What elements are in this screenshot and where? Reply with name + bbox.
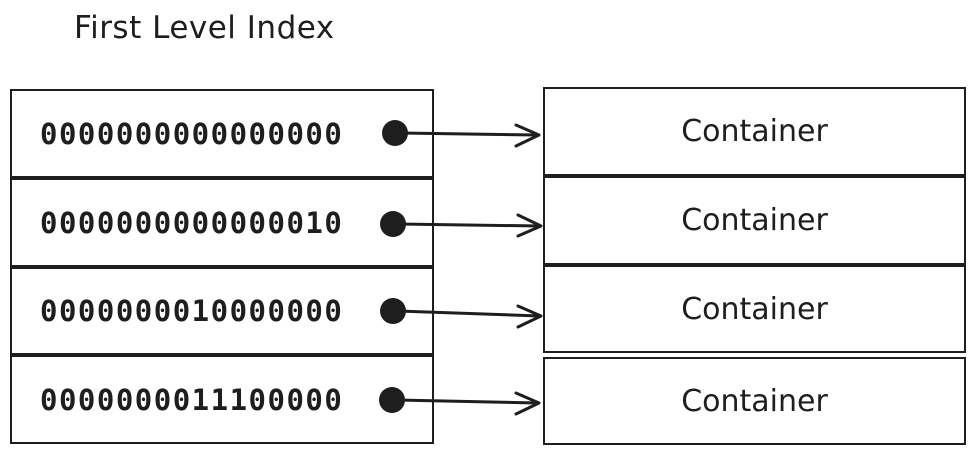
index-key: 0000000010000000 bbox=[40, 294, 344, 328]
index-entry-1: 0000000000000010 bbox=[10, 178, 434, 267]
index-entry-3: 0000000011100000 bbox=[10, 355, 434, 444]
index-key: 0000000011100000 bbox=[40, 382, 344, 417]
arrowhead-icon bbox=[514, 391, 541, 416]
container-box-1: Container bbox=[543, 176, 966, 265]
diagram-title: First Level Index bbox=[74, 10, 335, 46]
arrowhead-icon bbox=[516, 213, 543, 238]
index-entry-2: 0000000010000000 bbox=[10, 267, 434, 355]
container-label: Container bbox=[681, 291, 828, 327]
container-box-0: Container bbox=[543, 87, 966, 176]
arrowhead-icon bbox=[516, 304, 543, 329]
index-entry-0: 0000000000000000 bbox=[10, 89, 434, 178]
index-key: 0000000000000010 bbox=[40, 205, 344, 240]
arrowhead-icon bbox=[514, 123, 541, 148]
container-box-3: Container bbox=[543, 357, 966, 445]
container-label: Container bbox=[681, 203, 828, 238]
container-label: Container bbox=[681, 114, 828, 149]
index-key: 0000000000000000 bbox=[40, 116, 344, 151]
container-box-2: Container bbox=[543, 265, 966, 353]
container-label: Container bbox=[681, 383, 828, 419]
